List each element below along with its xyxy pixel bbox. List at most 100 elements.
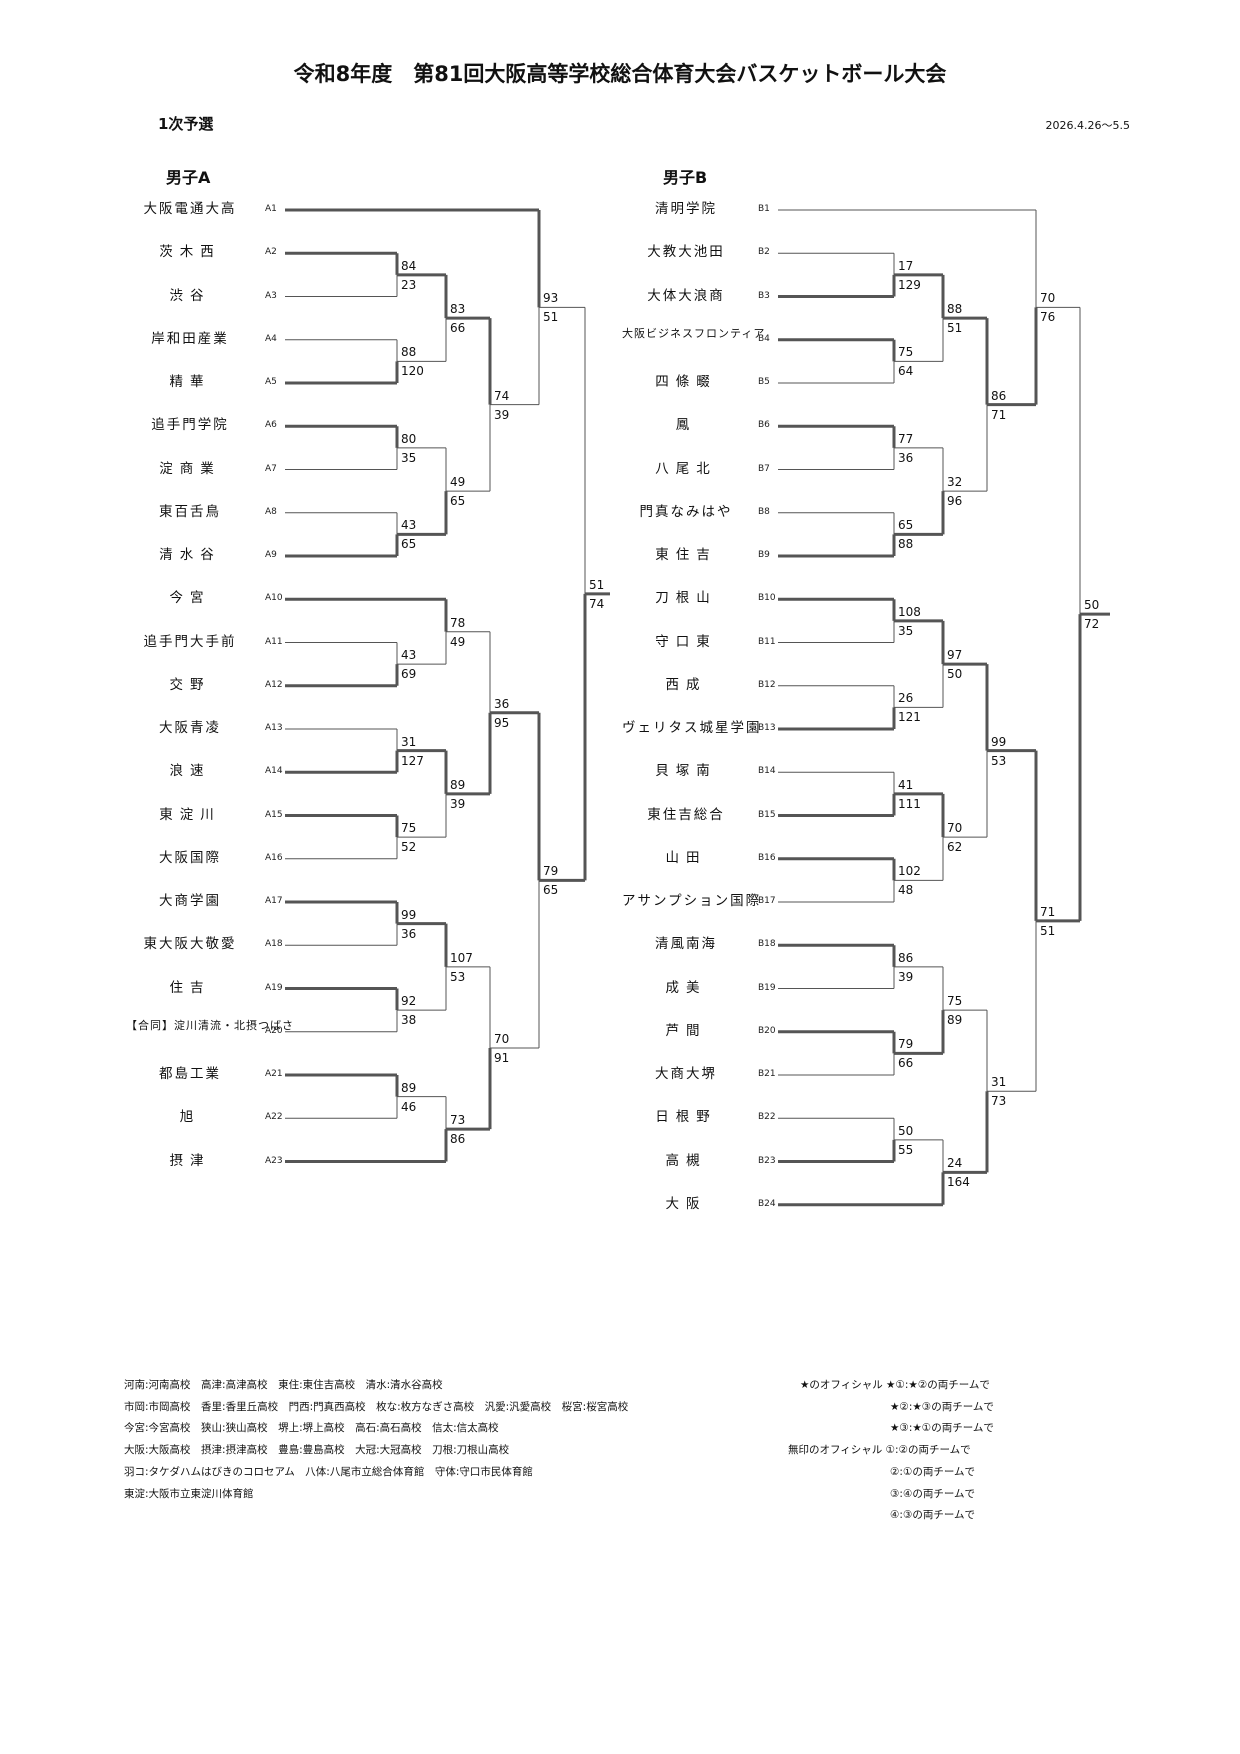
score-bottom: 53 bbox=[991, 753, 1007, 768]
seed-label: B6 bbox=[758, 420, 770, 431]
score-bottom: 66 bbox=[450, 321, 466, 336]
team-name: 淀商業 bbox=[159, 460, 221, 477]
score-top: 99 bbox=[401, 907, 417, 922]
score-top: 97 bbox=[947, 648, 963, 663]
score-top: 31 bbox=[991, 1075, 1007, 1090]
team-name: 大阪国際 bbox=[159, 849, 221, 866]
score-top: 99 bbox=[991, 734, 1007, 749]
score-top: 86 bbox=[991, 388, 1007, 403]
score-top: 51 bbox=[589, 577, 605, 592]
team-name: 大商大堺 bbox=[655, 1066, 717, 1082]
score-bottom: 127 bbox=[401, 753, 424, 768]
seed-label: A8 bbox=[265, 506, 277, 517]
team-name: 浪速 bbox=[169, 763, 211, 780]
score-bottom: 51 bbox=[1040, 923, 1056, 938]
team-name: 高槻 bbox=[665, 1152, 707, 1169]
score-bottom: 121 bbox=[898, 710, 921, 725]
team-name: 貝塚南 bbox=[655, 763, 717, 780]
score-bottom: 96 bbox=[947, 494, 963, 509]
seed-label: B13 bbox=[758, 723, 776, 733]
score-bottom: 71 bbox=[991, 407, 1007, 422]
score-bottom: 48 bbox=[898, 883, 914, 898]
seed-label: B21 bbox=[758, 1069, 776, 1079]
seed-label: B4 bbox=[758, 333, 770, 344]
score-top: 50 bbox=[1084, 598, 1100, 613]
score-top: 92 bbox=[401, 994, 417, 1009]
seed-label: A10 bbox=[265, 593, 283, 604]
team-name: 摂津 bbox=[169, 1152, 211, 1169]
score-top: 26 bbox=[898, 691, 914, 706]
seed-label: A3 bbox=[265, 290, 277, 301]
team-name: 交野 bbox=[169, 676, 211, 693]
seed-label: A9 bbox=[265, 550, 277, 560]
score-bottom: 64 bbox=[898, 364, 914, 379]
score-bottom: 65 bbox=[543, 883, 559, 898]
score-bottom: 88 bbox=[898, 537, 914, 552]
score-top: 17 bbox=[898, 258, 914, 273]
seed-label: B19 bbox=[758, 982, 776, 993]
score-bottom: 62 bbox=[947, 840, 963, 855]
score-bottom: 36 bbox=[898, 450, 914, 465]
score-top: 78 bbox=[450, 615, 466, 630]
score-top: 88 bbox=[947, 302, 963, 317]
official-line: ③:④の両チームで bbox=[890, 1487, 976, 1500]
score-bottom: 49 bbox=[450, 634, 466, 649]
seed-label: B10 bbox=[758, 593, 776, 604]
seed-label: A2 bbox=[265, 247, 277, 258]
score-top: 73 bbox=[450, 1113, 466, 1128]
team-name: 都島工業 bbox=[159, 1066, 221, 1082]
score-bottom: 35 bbox=[401, 450, 417, 465]
team-name: 刀根山 bbox=[655, 590, 717, 607]
score-bottom: 39 bbox=[898, 969, 914, 984]
score-bottom: 164 bbox=[947, 1175, 970, 1190]
seed-label: B18 bbox=[758, 939, 776, 950]
seed-label: B7 bbox=[758, 463, 770, 474]
official-line: ④:③の両チームで bbox=[890, 1509, 976, 1522]
score-bottom: 72 bbox=[1084, 617, 1100, 632]
seed-label: B2 bbox=[758, 247, 770, 258]
seed-label: A4 bbox=[265, 333, 277, 344]
footnote-line: 河南:河南高校 高津:高津高校 東住:東住吉高校 清水:清水谷高校 bbox=[124, 1379, 443, 1391]
score-bottom: 35 bbox=[898, 623, 914, 638]
score-bottom: 52 bbox=[401, 840, 417, 855]
score-bottom: 91 bbox=[494, 1050, 510, 1065]
score-top: 65 bbox=[898, 518, 914, 533]
seed-label: B23 bbox=[758, 1155, 776, 1166]
team-name: 清水谷 bbox=[159, 547, 221, 563]
score-top: 88 bbox=[401, 345, 417, 360]
team-name: 東住吉総合 bbox=[647, 806, 725, 823]
score-top: 79 bbox=[898, 1037, 914, 1052]
team-name: 岸和田産業 bbox=[151, 330, 229, 347]
team-name: 今宮 bbox=[169, 590, 211, 607]
score-bottom: 95 bbox=[494, 715, 510, 730]
seed-label: A11 bbox=[265, 636, 283, 647]
team-name: 渋谷 bbox=[169, 287, 211, 304]
seed-label: B5 bbox=[758, 377, 770, 387]
score-bottom: 38 bbox=[401, 1013, 417, 1028]
team-name: 大教大池田 bbox=[647, 244, 725, 261]
score-top: 50 bbox=[898, 1123, 914, 1138]
score-top: 86 bbox=[898, 950, 914, 965]
seed-label: A21 bbox=[265, 1069, 283, 1079]
score-bottom: 51 bbox=[543, 310, 559, 325]
seed-label: B15 bbox=[758, 809, 776, 820]
round-label: 1次予選 bbox=[158, 115, 214, 133]
score-top: 75 bbox=[401, 821, 417, 836]
score-bottom: 46 bbox=[401, 1099, 417, 1114]
seed-label: A1 bbox=[265, 204, 277, 214]
score-bottom: 69 bbox=[401, 667, 417, 682]
seed-label: A23 bbox=[265, 1155, 283, 1166]
team-name: 守口東 bbox=[655, 633, 717, 650]
seed-label: B14 bbox=[758, 766, 776, 777]
team-name: 精華 bbox=[169, 374, 211, 390]
score-bottom: 74 bbox=[589, 596, 605, 611]
team-name: 追手門大手前 bbox=[143, 633, 237, 650]
score-top: 24 bbox=[947, 1156, 963, 1171]
team-name: 東住吉 bbox=[655, 547, 717, 563]
group-a-label: 男子A bbox=[166, 168, 211, 187]
score-top: 77 bbox=[898, 431, 914, 446]
score-bottom: 129 bbox=[898, 277, 921, 292]
score-bottom: 53 bbox=[450, 969, 466, 984]
score-bottom: 120 bbox=[401, 364, 424, 379]
score-bottom: 89 bbox=[947, 1013, 963, 1028]
